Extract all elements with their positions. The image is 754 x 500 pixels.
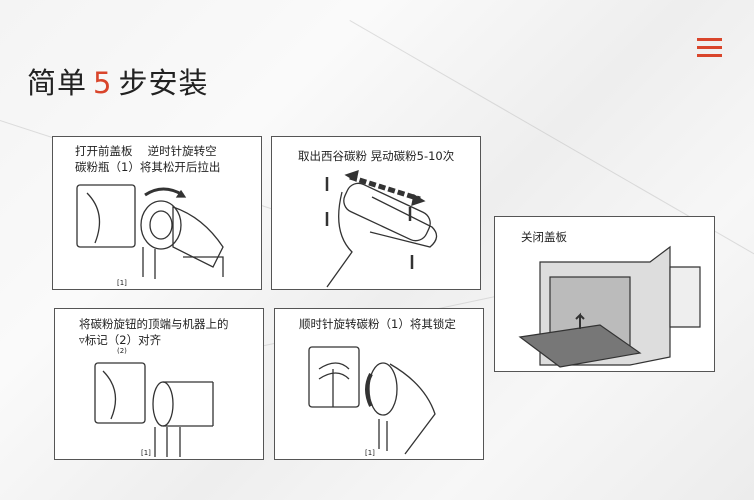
part-label: [1]	[141, 449, 151, 457]
step-5-caption: 关闭盖板	[521, 229, 567, 245]
part-label: [1]	[117, 279, 127, 287]
step-3-caption: 将碳粉旋钮的顶端与机器上的 ▿标记（2）对齐	[79, 316, 229, 348]
step-1-caption: 打开前盖板 逆时针旋转空碳粉瓶（1）将其松开后拉出	[75, 143, 220, 175]
step-4-illustration	[308, 346, 436, 455]
part-label: [1]	[365, 449, 375, 457]
caption-line: 顺时针旋转碳粉（1）将其锁定	[299, 317, 456, 331]
caption-line: ▿标记（2）对齐	[79, 333, 162, 347]
step-3-illustration	[94, 362, 214, 457]
caption-line: 打开前盖板 逆时针旋转空	[75, 144, 217, 158]
step-5-panel: 关闭盖板	[494, 216, 715, 372]
step-3-panel: 将碳粉旋钮的顶端与机器上的 ▿标记（2）对齐 (2) [1]	[54, 308, 264, 460]
hamburger-icon	[697, 38, 722, 41]
caption-line: 碳粉瓶（1）将其松开后拉出	[75, 160, 221, 174]
title-step-count: 5	[93, 66, 113, 100]
step-4-panel: 顺时针旋转碳粉（1）将其锁定 [1]	[274, 308, 484, 460]
caption-line: 关闭盖板	[521, 230, 567, 244]
caption-line: 将碳粉旋钮的顶端与机器上的	[79, 317, 229, 331]
step-5-illustration	[518, 245, 701, 368]
caption-line: 取出西谷碳粉 晃动碳粉5-10次	[298, 149, 455, 163]
hamburger-menu-button[interactable]	[697, 38, 722, 58]
title-text-suffix: 步安装	[118, 66, 209, 100]
step-2-panel: 取出西谷碳粉 晃动碳粉5-10次	[271, 136, 481, 290]
part-label: (2)	[117, 347, 127, 355]
step-1-panel: 打开前盖板 逆时针旋转空碳粉瓶（1）将其松开后拉出 [1]	[52, 136, 262, 290]
hamburger-icon-bar	[697, 46, 722, 49]
title-text: 简单	[27, 66, 88, 100]
step-2-caption: 取出西谷碳粉 晃动碳粉5-10次	[298, 148, 454, 164]
step-4-caption: 顺时针旋转碳粉（1）将其锁定	[299, 316, 456, 332]
step-2-illustration	[325, 170, 438, 288]
step-1-illustration	[76, 184, 224, 279]
hamburger-icon-bar	[697, 54, 722, 57]
